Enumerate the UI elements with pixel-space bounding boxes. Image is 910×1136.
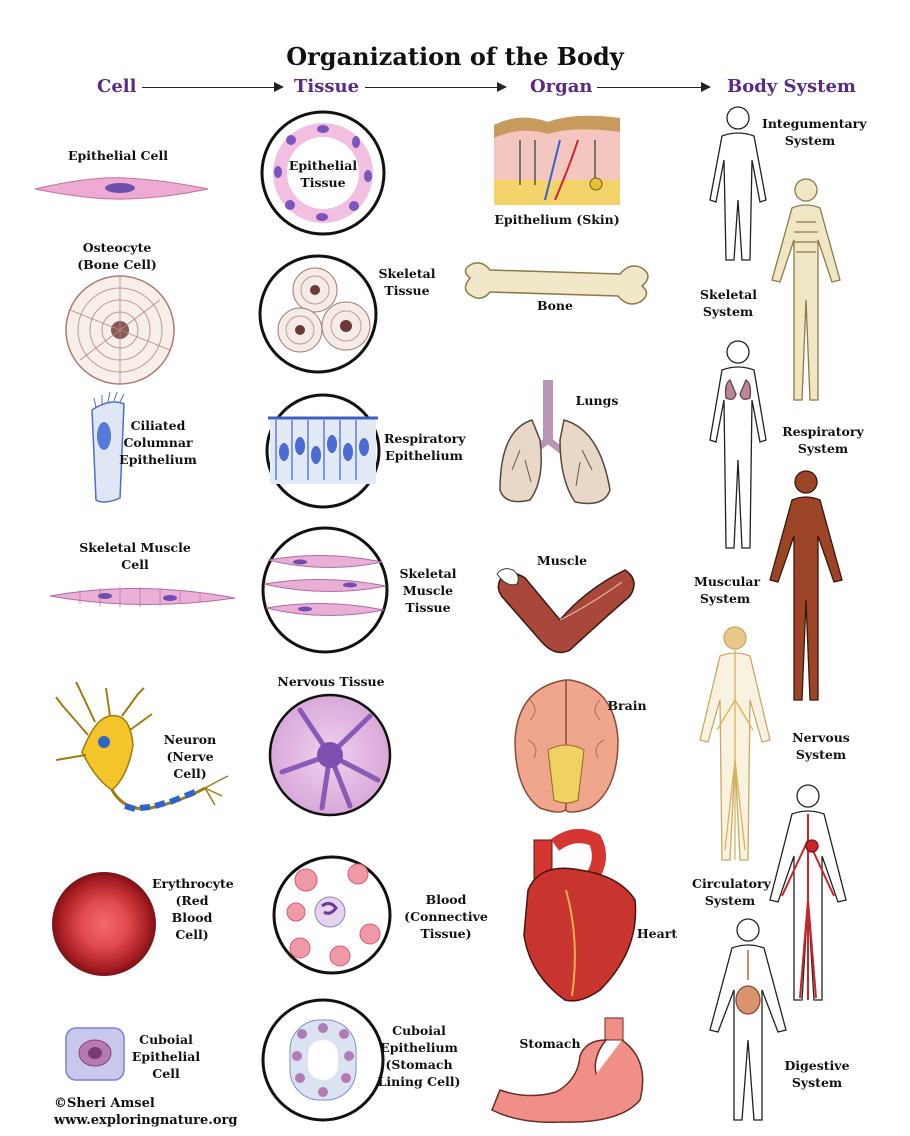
skeletal-muscle-cell-image	[49, 587, 236, 607]
nervous-tissue-image	[268, 693, 392, 817]
column-header-cell: Cell	[97, 76, 137, 97]
bone-organ-image	[464, 262, 649, 305]
label-respiratory-epithelium: Respiratory Epithelium	[384, 431, 466, 463]
muscle-organ-image	[496, 568, 635, 654]
epithelial-cell-image	[34, 177, 209, 200]
stomach-organ-image	[491, 1017, 644, 1123]
column-header-tissue: Tissue	[294, 76, 360, 97]
arrow-tissue-to-organ	[365, 82, 507, 92]
page-title: Organization of the Body	[286, 42, 624, 71]
label-skeletal-system: Skeletal System	[700, 287, 757, 319]
respiratory-epithelium-image	[265, 393, 381, 509]
label-respiratory-system: Respiratory System	[782, 424, 864, 456]
ciliated-cell-image	[91, 391, 125, 503]
label-circulatory-system: Circulatory System	[692, 876, 771, 908]
label-nervous-tissue: Nervous Tissue	[277, 674, 385, 689]
label-muscle-tissue: Skeletal Muscle Tissue	[399, 566, 457, 615]
muscle-tissue-image	[261, 526, 389, 654]
digestive-figure	[709, 918, 787, 1121]
neuron-image	[55, 681, 229, 812]
label-epithelial-cell: Epithelial Cell	[68, 148, 168, 163]
credit-site: www.exploringnature.org	[54, 1112, 238, 1128]
integumentary-figure	[709, 106, 767, 261]
lungs-organ-image	[499, 380, 611, 505]
arrow-cell-to-tissue	[142, 82, 284, 92]
label-erythrocyte: Erythrocyte (Red Blood Cell)	[152, 876, 234, 942]
label-brain: Brain	[607, 698, 647, 713]
label-blood-tissue: Blood (Connective Tissue)	[404, 892, 488, 941]
column-header-system: Body System	[727, 76, 856, 97]
skeletal-tissue-image	[258, 254, 378, 374]
cuboidal-tissue-image	[261, 998, 385, 1122]
label-ciliated-columnar: Ciliated Columnar Epithelium	[119, 418, 197, 467]
nervous-figure	[699, 626, 771, 861]
label-digestive-system: Digestive System	[784, 1058, 850, 1090]
osteocyte-image	[65, 275, 175, 385]
skin-organ-image	[494, 115, 620, 205]
muscular-figure	[769, 470, 843, 701]
label-cuboidal-cell: Cuboial Epithelial Cell	[131, 1032, 201, 1081]
label-lungs: Lungs	[575, 393, 619, 408]
label-epithelial-tissue: Epithelial Tissue	[288, 158, 358, 190]
label-skeletal-tissue: Skeletal Tissue	[378, 266, 436, 298]
label-skeletal-muscle-cell: Skeletal Muscle Cell	[79, 540, 191, 572]
label-neuron: Neuron (Nerve Cell)	[163, 732, 217, 781]
label-integumentary-system: Integumentary System	[762, 116, 867, 148]
arrow-organ-to-system	[597, 82, 711, 92]
respiratory-figure	[709, 340, 767, 549]
circulatory-figure	[769, 784, 847, 1001]
erythrocyte-image	[52, 872, 156, 976]
label-nervous-system: Nervous System	[792, 730, 850, 762]
skeletal-figure	[771, 178, 841, 401]
label-heart: Heart	[636, 926, 678, 941]
label-osteocyte: Osteocyte (Bone Cell)	[77, 240, 157, 272]
label-muscular-system: Muscular System	[694, 574, 761, 606]
cuboidal-cell-image	[65, 1027, 125, 1081]
epithelial-tissue-image	[260, 110, 386, 236]
credit-author: ©Sheri Amsel	[54, 1096, 155, 1111]
blood-tissue-image	[272, 855, 392, 975]
credit: ©Sheri Amsel www.exploringnature.org	[54, 1096, 237, 1130]
heart-organ-image	[523, 829, 637, 1002]
label-muscle: Muscle	[536, 553, 588, 568]
label-bone: Bone	[537, 298, 573, 313]
label-stomach: Stomach	[519, 1036, 581, 1051]
brain-organ-image	[514, 679, 619, 813]
column-header-organ: Organ	[530, 76, 593, 97]
label-skin: Epithelium (Skin)	[494, 212, 620, 227]
label-cuboidal-epithelium: Cuboial Epithelium (Stomach Lining Cell)	[377, 1023, 461, 1089]
